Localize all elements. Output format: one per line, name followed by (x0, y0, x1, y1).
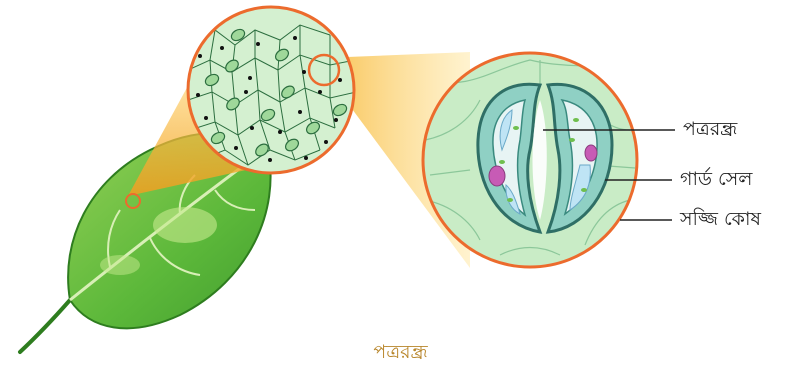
epidermis-circle (188, 7, 356, 173)
label-stoma: পত্ররন্ধ্র (683, 120, 737, 139)
stoma-detail-circle (423, 53, 640, 267)
label-guard-cell: গার্ড সেল (680, 170, 752, 189)
label-subsidiary-cell: সজ্জি কোষ (680, 210, 761, 229)
figure-caption: পত্ররন্ধ্র (0, 338, 801, 370)
